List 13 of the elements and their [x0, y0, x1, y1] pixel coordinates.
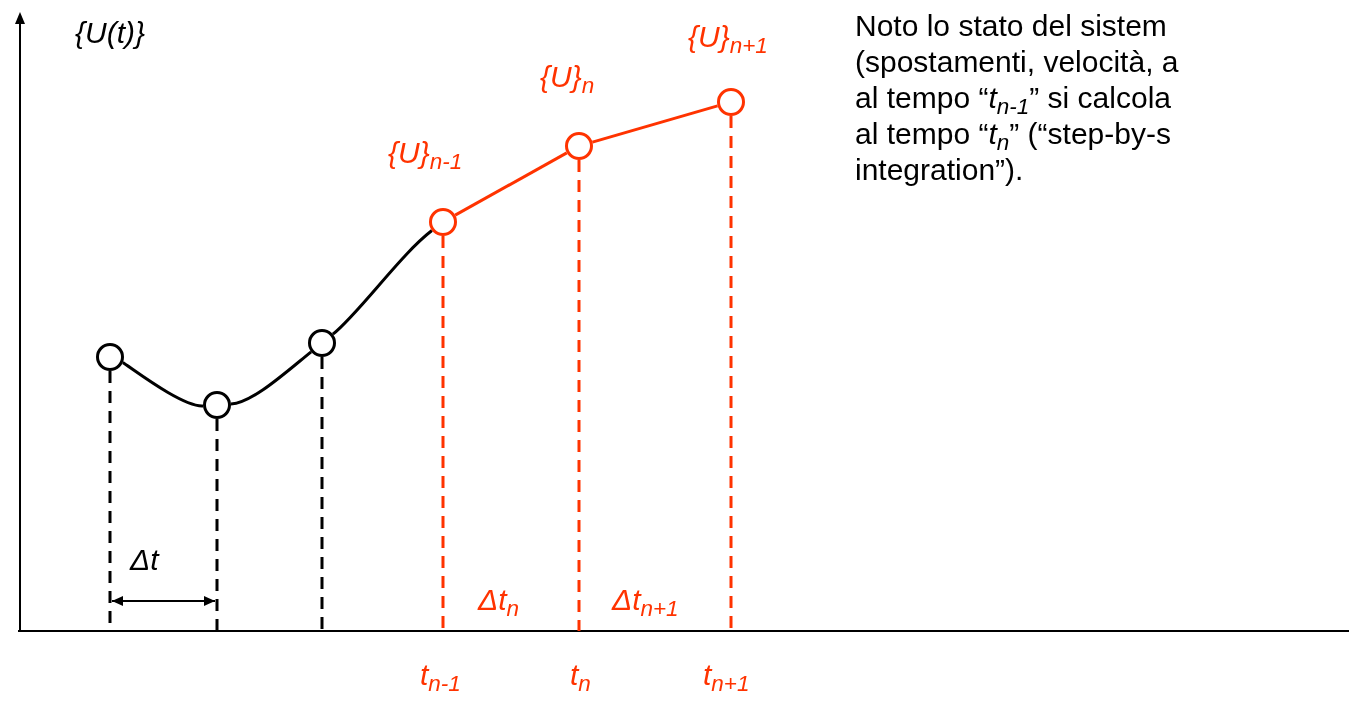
point-label: {U}$_{n-1}$	[388, 138, 463, 168]
curve-segment	[592, 104, 718, 144]
point-label: {U}$_{n}$	[540, 62, 595, 92]
interval-label: Δt	[130, 545, 159, 575]
point-label: {U}$_{n+1}$	[688, 22, 768, 52]
curve-segment	[122, 361, 204, 408]
interval-label: Δt$_{n+1}$	[612, 585, 679, 615]
interval-label: Δt$_{n}$	[478, 585, 519, 615]
tick-label: t$_{n-1}$	[420, 660, 461, 690]
axis-label: {U(t)}	[75, 18, 146, 48]
description-text: Noto lo stato del sistem (spostamenti, velocità, a al tempo “t$_{n-1}$” si calcola al tempo “t$_{n}$” (“step-by-s integration”).	[855, 8, 1180, 188]
tick-label: t$_{n+1}$	[703, 660, 750, 690]
tick-label: t$_{n}$	[570, 660, 591, 690]
